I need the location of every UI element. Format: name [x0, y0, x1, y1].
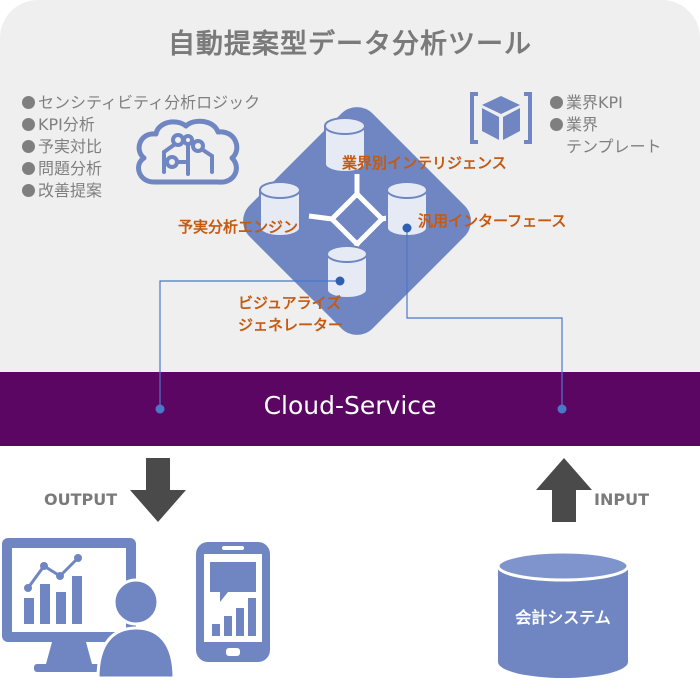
list-item: 業界KPI	[550, 92, 662, 114]
right-feature-list: 業界KPI 業界 テンプレート	[550, 92, 662, 158]
list-item: センシティビティ分析ロジック	[22, 92, 260, 114]
label-visualize-line2: ジェネレーター	[238, 316, 344, 334]
list-item: 問題分析	[22, 158, 260, 180]
list-item-continued: テンプレート	[566, 137, 662, 156]
band-connectors	[155, 372, 567, 414]
brain-circuit-icon	[136, 118, 240, 185]
connection-dot	[155, 404, 165, 414]
input-label: INPUT	[594, 490, 649, 509]
database-cluster-icon	[243, 107, 471, 335]
left-feature-list: センシティビティ分析ロジック KPI分析 予実対比 問題分析 改善提案	[22, 92, 260, 202]
label-forecast-engine: 予実分析エンジン	[178, 218, 299, 236]
page-title: 自動提案型データ分析ツール	[168, 29, 532, 60]
connection-dot	[402, 223, 412, 233]
label-industry-intelligence: 業界別インテリジェンス	[342, 154, 507, 172]
tablet-chart-icon	[196, 542, 270, 662]
cube-icon	[470, 92, 532, 144]
arrow-up-icon	[536, 458, 592, 522]
database-icon	[496, 550, 630, 678]
cloud-service-label: Cloud-Service	[263, 391, 437, 420]
label-visualize-line1: ビジュアライズ	[238, 294, 342, 312]
connection-dot	[557, 404, 567, 414]
label-interface: 汎用インターフェース	[418, 212, 567, 230]
list-item: 業界	[550, 114, 662, 136]
list-item: KPI分析	[22, 114, 260, 136]
arrow-down-icon	[130, 458, 186, 522]
cloud-service-band	[0, 372, 700, 446]
output-label: OUTPUT	[44, 490, 118, 509]
connection-dot	[335, 276, 345, 286]
list-item: 改善提案	[22, 180, 260, 202]
list-item: 予実対比	[22, 136, 260, 158]
user-icon	[96, 578, 176, 680]
accounting-system-label: 会計システム	[515, 608, 611, 627]
monitor-chart-icon	[2, 538, 136, 672]
